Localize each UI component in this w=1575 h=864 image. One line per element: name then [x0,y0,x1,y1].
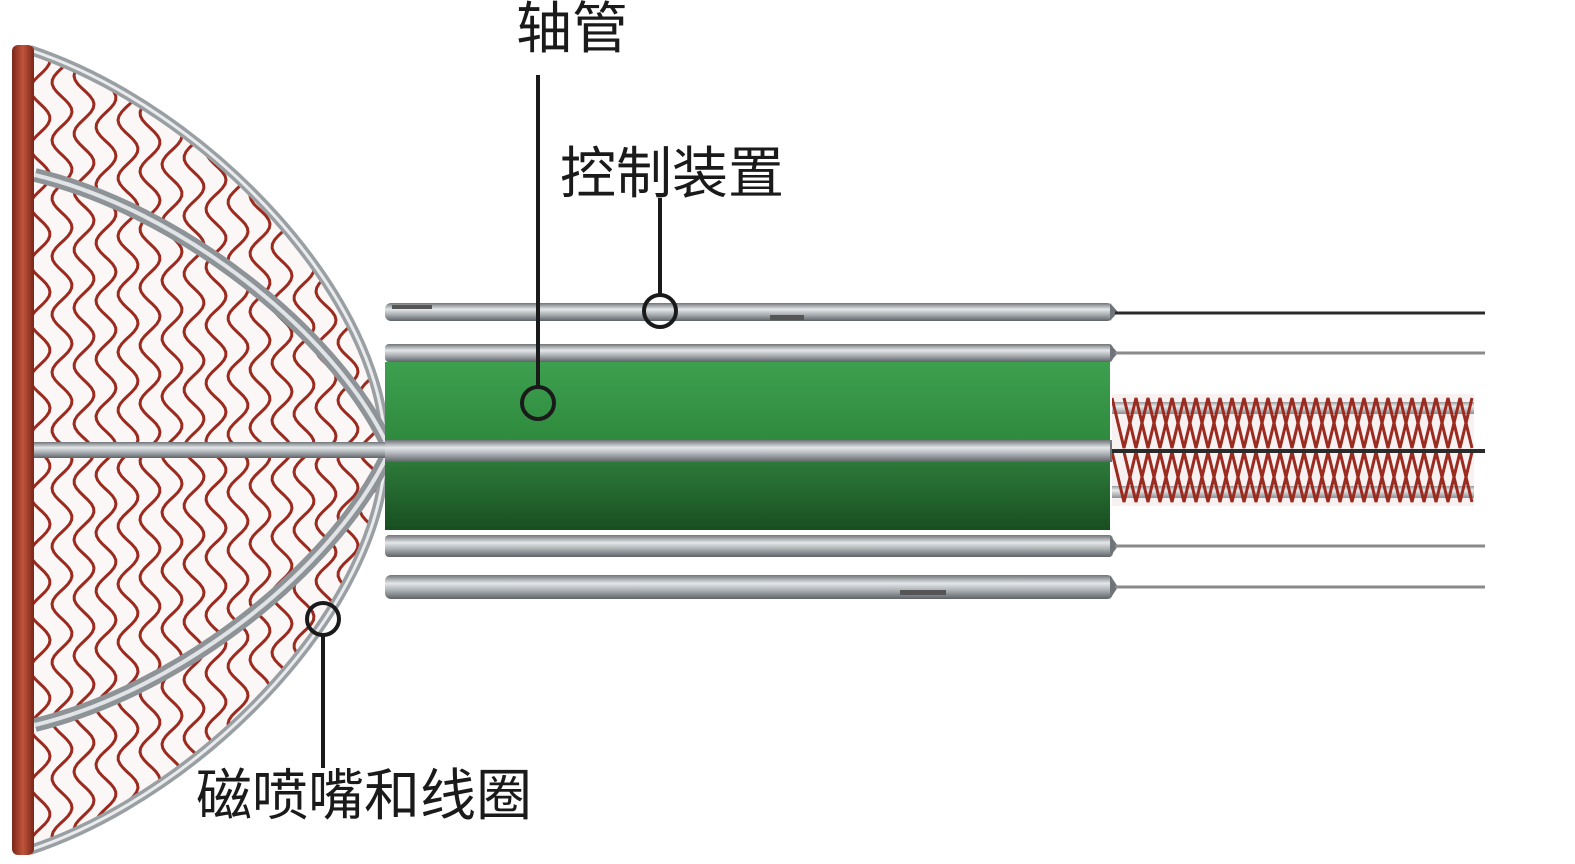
nozzle-ribs [32,168,392,732]
control-rod-lower [385,535,1485,557]
coil-wire [1112,397,1474,449]
label-axial-tube: 轴管 [516,0,628,62]
label-control-device: 控制装置 [560,142,784,207]
central-rod [385,440,1118,462]
magnetic-nozzle [12,45,392,855]
nozzle-base-plate [12,45,34,855]
coil-wire [1112,451,1474,503]
control-device-assembly [385,303,1485,599]
callout-axial-tube: 轴管 [516,0,628,421]
control-rod-top [385,303,1485,321]
control-rod-upper [385,344,1485,362]
axial-tube-upper [385,362,1110,440]
label-magnetic-nozzle-and-coils: 磁喷嘴和线圈 [196,764,532,829]
control-rod-bottom [385,575,1485,599]
axial-tube-lower [385,462,1110,530]
coil-wire [1122,397,1474,449]
callout-magnetic-nozzle: 磁喷嘴和线圈 [196,601,532,829]
coil-wire [1122,451,1474,503]
callout-control-device: 控制装置 [560,142,784,329]
right-coil-section [1112,394,1485,506]
